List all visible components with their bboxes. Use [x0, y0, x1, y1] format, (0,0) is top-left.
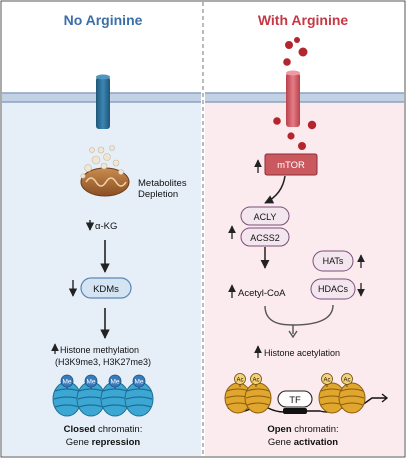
histone-methylation-label: Histone methylation — [60, 345, 139, 355]
acly-box — [240, 206, 290, 226]
mitochondrion-icon — [80, 145, 130, 197]
arginine-molecules-inside — [273, 117, 317, 150]
nucleosome — [338, 382, 366, 414]
nucleosome — [244, 382, 272, 414]
kdms-box — [80, 277, 132, 299]
ac-mark: Ac — [250, 373, 262, 387]
methylation-marks-label: (H3K9me3, H3K27me3) — [55, 357, 151, 367]
tf-label: TF — [289, 395, 301, 406]
svg-text:Me: Me — [110, 379, 119, 386]
transcription-arrow — [381, 393, 389, 403]
hdacs-label: HDACs — [318, 284, 349, 294]
svg-text:Ac: Ac — [343, 378, 350, 384]
closed-chromatin-caption: Closed chromatin: — [64, 424, 143, 435]
mtor-label: mTOR — [277, 160, 305, 171]
svg-text:Me: Me — [86, 379, 95, 386]
left-transporter-channel — [96, 74, 110, 129]
acss2-label: ACSS2 — [250, 233, 280, 243]
me-mark: Me — [108, 374, 122, 389]
right-title: With Arginine — [258, 12, 349, 28]
nucleosome — [100, 381, 130, 417]
ac-mark: Ac — [234, 373, 246, 387]
svg-text:Me: Me — [134, 379, 143, 386]
histone-acetylation-label: Histone acetylation — [264, 348, 340, 358]
mtor-to-acly-arrow — [264, 175, 286, 204]
ac-mark: Ac — [321, 373, 333, 387]
gene-activation-caption: Gene activation — [268, 437, 338, 448]
nucleosome — [318, 382, 346, 414]
right-transporter-channel — [286, 70, 300, 127]
converging-bracket — [264, 304, 334, 334]
depletion-label: Depletion — [138, 189, 178, 200]
me-mark: Me — [132, 374, 146, 389]
svg-text:Ac: Ac — [236, 378, 243, 384]
tf-binding-site — [283, 408, 307, 414]
ac-mark: Ac — [341, 373, 353, 387]
mtor-box — [264, 153, 318, 176]
acss2-box — [240, 227, 290, 247]
hats-box — [312, 250, 354, 272]
gene-repression-caption: Gene repression — [66, 437, 141, 448]
acly-label: ACLY — [254, 212, 277, 222]
akg-label: α-KG — [95, 221, 117, 232]
svg-text:Ac: Ac — [252, 378, 259, 384]
me-mark: Me — [84, 374, 98, 389]
converging-arrowhead — [288, 330, 298, 339]
closed-chromatin-nucleosomes — [52, 381, 154, 417]
open-chromatin-caption: Open chromatin: — [267, 424, 338, 435]
arginine-molecules — [283, 37, 308, 66]
tf-box — [277, 390, 313, 408]
metabolites-label: Metabolites — [138, 178, 187, 189]
membrane-right — [205, 92, 404, 103]
me-mark: Me — [60, 374, 74, 389]
kdms-label: KDMs — [93, 284, 119, 295]
hdacs-box — [310, 278, 356, 300]
svg-text:Me: Me — [62, 379, 71, 386]
acetyl-coa-label: Acetyl-CoA — [238, 288, 286, 299]
hats-label: HATs — [323, 256, 344, 266]
left-title: No Arginine — [64, 12, 143, 28]
svg-text:Ac: Ac — [323, 378, 330, 384]
